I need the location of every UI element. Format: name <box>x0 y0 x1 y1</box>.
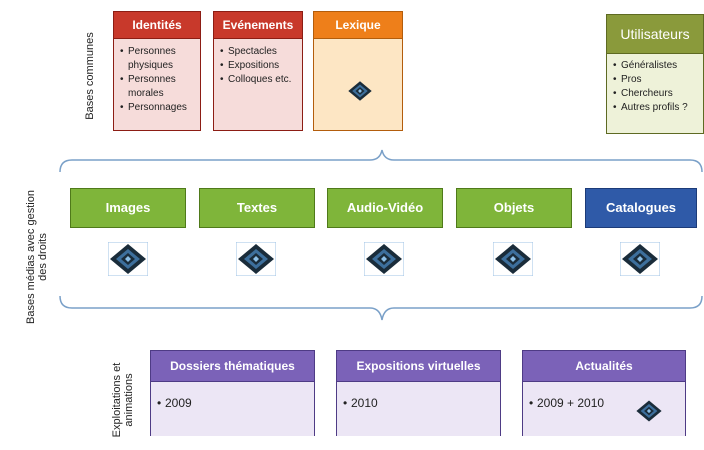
layers-icon <box>348 81 372 101</box>
list-item: Expositions <box>220 59 298 73</box>
lexique-box: Lexique <box>313 11 403 131</box>
list-item: 2010 <box>343 396 496 410</box>
box-title: Evénements <box>222 18 294 32</box>
list-item: Personnes physiques <box>120 45 196 73</box>
box-title: Identités <box>132 18 182 32</box>
box-title: Lexique <box>335 18 381 32</box>
list-item: Pros <box>613 73 699 87</box>
box-title: Dossiers thématiques <box>170 359 295 373</box>
top-brace <box>59 149 703 173</box>
list-item: Spectacles <box>220 45 298 59</box>
media-textes-button[interactable]: Textes <box>199 188 315 228</box>
braces <box>59 149 703 321</box>
media-objets-button[interactable]: Objets <box>456 188 572 228</box>
layers-icon <box>636 400 662 422</box>
layers-icon <box>493 242 533 276</box>
evenements-box: Evénements Spectacles Expositions Colloq… <box>213 11 303 131</box>
list-item: Autres profils ? <box>613 101 699 115</box>
list-item: Colloques etc. <box>220 73 298 87</box>
media-catalogues-button[interactable]: Catalogues <box>585 188 697 228</box>
utilisateurs-box: Utilisateurs Généralistes Pros Chercheur… <box>606 14 704 134</box>
dossiers-thematiques-box: Dossiers thématiques 2009 <box>150 350 315 436</box>
media-images-button[interactable]: Images <box>70 188 186 228</box>
expositions-virtuelles-box: Expositions virtuelles 2010 <box>336 350 501 436</box>
layers-icon <box>620 242 660 276</box>
list-item: 2009 <box>157 396 310 410</box>
layers-icon <box>236 242 276 276</box>
box-title: Utilisateurs <box>620 26 690 42</box>
list-item: 2009 + 2010 <box>529 396 681 410</box>
list-item: Personnages <box>120 101 196 115</box>
layers-icon <box>108 242 148 276</box>
actualites-box: Actualités 2009 + 2010 <box>522 350 686 436</box>
box-title: Actualités <box>575 359 633 373</box>
bottom-brace <box>59 295 703 321</box>
identites-box: Identités Personnes physiques Personnes … <box>113 11 201 131</box>
list-item: Personnes morales <box>120 73 196 101</box>
media-audio-video-button[interactable]: Audio-Vidéo <box>327 188 443 228</box>
list-item: Généralistes <box>613 59 699 73</box>
list-item: Chercheurs <box>613 87 699 101</box>
layers-icon <box>364 242 404 276</box>
box-title: Expositions virtuelles <box>356 359 481 373</box>
